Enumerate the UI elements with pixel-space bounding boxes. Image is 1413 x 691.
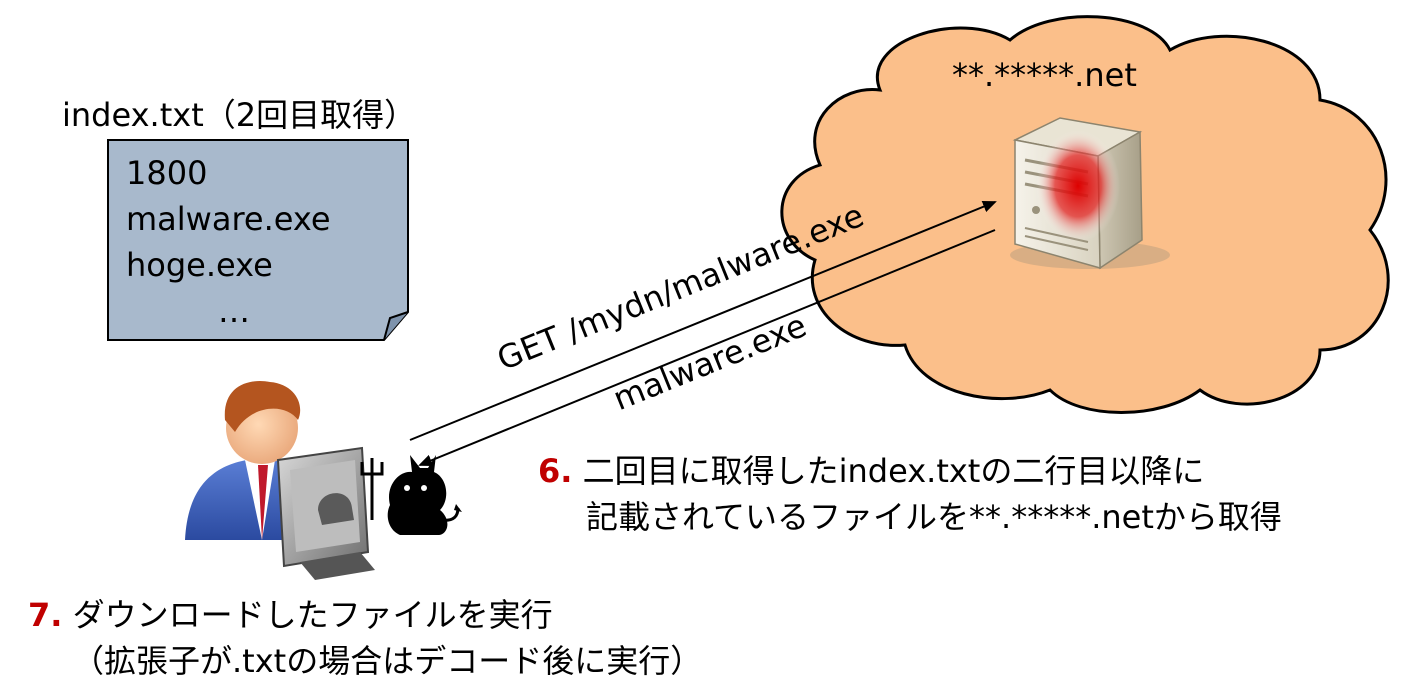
step-number: 7. (28, 596, 63, 634)
request-arrow (409, 200, 997, 441)
index-file-line: malware.exe (126, 200, 331, 238)
step-text: ダウンロードしたファイルを実行 (72, 596, 553, 634)
index-file-contents: 1800 malware.exe hoge.exe … (126, 150, 331, 334)
step-text: 二回目に取得したindex.txtの二行目以降に (582, 452, 1205, 490)
step-7-note: 7. ダウンロードしたファイルを実行 （拡張子が.txtの場合はデコード後に実行… (28, 592, 702, 684)
step-number: 6. (538, 452, 573, 490)
response-arrow (418, 229, 996, 467)
document-icon (107, 139, 409, 341)
step-text: 記載されているファイルを**.*****.netから取得 (586, 498, 1282, 536)
step-text: （拡張子が.txtの場合はデコード後に実行） (72, 642, 703, 680)
devil-icon (360, 455, 462, 535)
computer-icon (276, 446, 375, 580)
index-file-line: hoge.exe (126, 246, 273, 284)
step-6-note: 6. 二回目に取得したindex.txtの二行目以降に 記載されているファイルを… (538, 448, 1282, 540)
index-file-title: index.txt（2回目取得） (62, 96, 417, 134)
index-file-line: … (218, 292, 250, 330)
index-file-line: 1800 (126, 154, 208, 192)
server-domain: **.*****.net (952, 56, 1137, 94)
server-icon (1010, 117, 1170, 270)
